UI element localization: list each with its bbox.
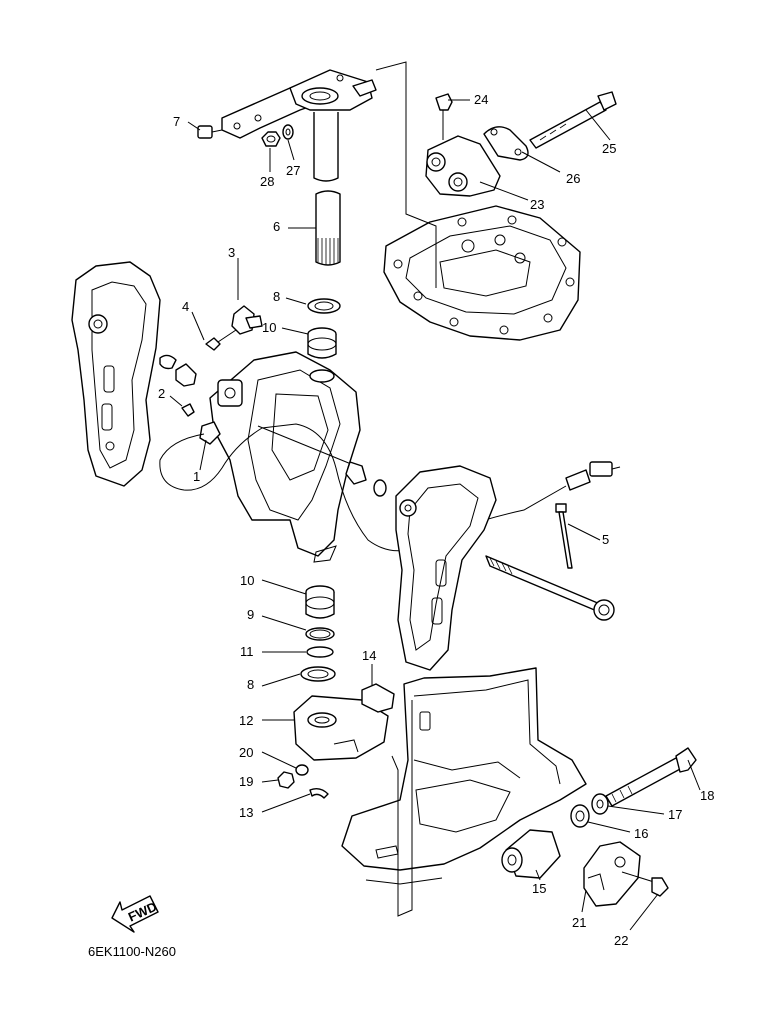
callout-labels: 7 24 25 26 23 27 28 6 3 4 8 10 2 1 5 10 … <box>158 92 714 948</box>
callout-19: 19 <box>239 774 253 789</box>
bushing-10-lower-part <box>305 585 335 619</box>
cable-tie-part <box>555 503 573 569</box>
callout-6: 6 <box>273 219 280 234</box>
upper-casing-part <box>341 667 587 885</box>
washer-16-part <box>570 804 590 828</box>
bolt-18-part <box>605 747 697 807</box>
callout-28: 28 <box>260 174 274 189</box>
callout-20: 20 <box>239 745 253 760</box>
callout-17: 17 <box>668 807 682 822</box>
leader-lines <box>169 99 701 931</box>
steering-arm-part <box>221 69 377 139</box>
rubber-14-part <box>361 683 395 713</box>
oring-9-part <box>305 627 335 641</box>
upper-pivot-ring-part <box>309 369 335 383</box>
bolt-7-part <box>197 125 223 139</box>
diagram-code: 6EK1100-N260 <box>88 944 176 959</box>
upper-mount-part <box>425 91 617 197</box>
washer-27-part <box>282 124 294 140</box>
callout-14: 14 <box>362 648 376 663</box>
callout-22: 22 <box>614 933 628 948</box>
washer-8-lower-part <box>300 666 336 682</box>
cap-21-part <box>583 841 641 907</box>
left-clamp-bracket-part <box>71 261 161 487</box>
callout-5: 5 <box>602 532 609 547</box>
swivel-bracket-part <box>209 351 361 563</box>
callout-1: 1 <box>193 469 200 484</box>
callout-18: 18 <box>700 788 714 803</box>
callout-10-upper: 10 <box>262 320 276 335</box>
callout-26: 26 <box>566 171 580 186</box>
bushing-10-upper-part <box>307 327 337 359</box>
ground-lead-part <box>159 305 621 552</box>
callout-15: 15 <box>532 881 546 896</box>
steering-shaft-part <box>313 112 341 266</box>
ring-11-part <box>306 646 334 658</box>
nut-19-part <box>277 771 295 789</box>
callout-21: 21 <box>572 915 586 930</box>
nut-28-part <box>261 131 281 147</box>
assembly-boundary-lines <box>375 61 437 917</box>
washer-20-part <box>295 764 309 776</box>
callout-23: 23 <box>530 197 544 212</box>
callout-10-lower: 10 <box>240 573 254 588</box>
callout-9: 9 <box>247 607 254 622</box>
callout-27: 27 <box>286 163 300 178</box>
callout-25: 25 <box>602 141 616 156</box>
callout-11: 11 <box>240 644 254 659</box>
lower-mount-housing-part <box>293 695 389 761</box>
washer-17-part <box>591 793 609 815</box>
callout-16: 16 <box>634 826 648 841</box>
through-bolt-part <box>257 425 615 621</box>
callout-2: 2 <box>158 386 165 401</box>
callout-8-upper: 8 <box>273 289 280 304</box>
callout-24: 24 <box>474 92 488 107</box>
fwd-arrow-icon: FWD <box>111 895 159 933</box>
callout-13: 13 <box>239 805 253 820</box>
clip-13-part <box>309 787 329 799</box>
callout-8-lower: 8 <box>247 677 254 692</box>
lower-mount-rubber-part <box>501 829 561 879</box>
right-clamp-bracket-part <box>395 465 497 671</box>
callout-4: 4 <box>182 299 189 314</box>
washer-8-upper-part <box>307 298 341 314</box>
callout-7: 7 <box>173 114 180 129</box>
callout-12: 12 <box>239 713 253 728</box>
callout-3: 3 <box>228 245 235 260</box>
fwd-label: FWD <box>126 899 159 925</box>
mounting-plate-part <box>383 205 581 341</box>
bolt-22-part <box>621 871 669 897</box>
